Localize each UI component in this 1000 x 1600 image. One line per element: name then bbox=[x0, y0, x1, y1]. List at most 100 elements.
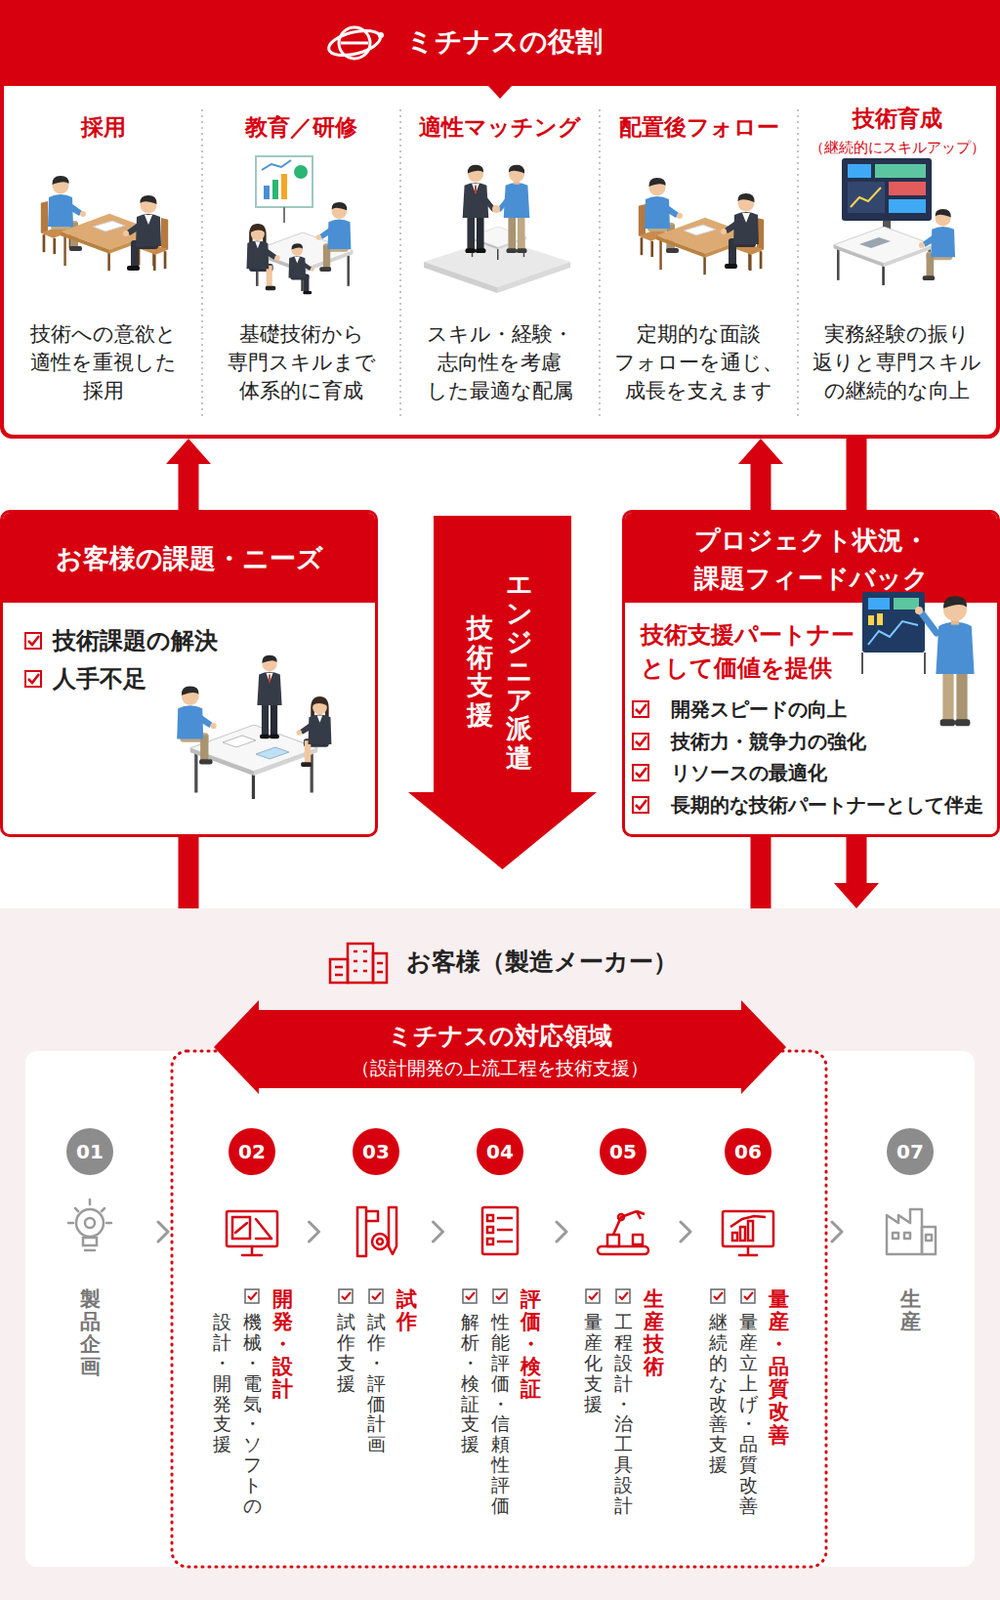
arrow-label-slot: 技術支援 bbox=[466, 613, 494, 730]
step-number: 01 bbox=[66, 1127, 114, 1175]
arrow-fill bbox=[213, 1000, 787, 1094]
step-heading: 生産 bbox=[900, 1288, 921, 1334]
step-heading: 生産技術 bbox=[643, 1288, 665, 1378]
connector-arrow bbox=[833, 836, 879, 909]
check-item: 長期的な技術パートナーとして伴走 bbox=[670, 792, 994, 817]
column-body: 技術への意欲と 適性を重視した 採用 bbox=[14, 320, 192, 406]
process-step: 04 評価・検証性能評価・信頼性評価解析・検証支援 bbox=[455, 1123, 545, 1563]
process-step: 03 試作試作・評価計画試作支援 bbox=[331, 1123, 421, 1563]
step-item-slot: 性能評価・信頼性評価 bbox=[491, 1311, 510, 1516]
step-heading-slot: 製品企画 bbox=[80, 1288, 101, 1378]
process-step: 01 製品企画 bbox=[60, 1123, 120, 1563]
column-subheading: （継続的にスキルアップ） bbox=[797, 138, 997, 157]
step-item-slot: 試作・評価計画 bbox=[367, 1311, 386, 1455]
step-item: 工程設計・治工具設計 bbox=[614, 1311, 633, 1516]
feedback-box: プロジェクト状況・ 課題フィードバック技術支援パートナー として価値を提供開発ス… bbox=[622, 509, 1000, 837]
role-column: 適性マッチングスキル・経験・ 志向性を考慮 した最適な配属 bbox=[400, 97, 599, 430]
role-panel: ミチナスの役割採用技術への意欲と 適性を重視した 採用教育／研修基礎技術から 専… bbox=[0, 0, 1000, 439]
check-item: リソースの最適化 bbox=[670, 760, 994, 785]
step-number-slot: 06 bbox=[724, 1127, 772, 1175]
connector-arrow bbox=[846, 438, 868, 510]
box-header-slot: プロジェクト状況・ 課題フィードバック bbox=[625, 521, 998, 598]
column-heading-slot: 採用 bbox=[3, 114, 203, 142]
arrow-label-slot: エンジニア派遣 bbox=[505, 569, 533, 773]
check-item-slot: 技術課題の解決 bbox=[52, 626, 346, 656]
column-heading: 教育／研修 bbox=[202, 114, 401, 142]
column-heading: 配置後フォロー bbox=[599, 114, 798, 142]
step-number: 02 bbox=[228, 1127, 276, 1175]
step-item-slot: 継続的な改善支援 bbox=[708, 1311, 728, 1475]
step-number: 07 bbox=[886, 1127, 934, 1175]
connector-arrow bbox=[166, 438, 211, 510]
column-body-slot: 技術への意欲と 適性を重視した 採用 bbox=[14, 320, 192, 406]
scope-subtitle: （設計開発の上流工程を技術支援） bbox=[258, 1056, 742, 1080]
band-title-slot: お客様（製造メーカー） bbox=[406, 947, 719, 977]
step-number-slot: 03 bbox=[352, 1127, 400, 1175]
column-heading-slot: 教育／研修 bbox=[202, 114, 401, 142]
step-number-slot: 07 bbox=[886, 1127, 934, 1175]
needs-box: お客様の課題・ニーズ技術課題の解決人手不足 bbox=[0, 509, 378, 837]
panel-title-slot: ミチナスの役割 bbox=[406, 25, 641, 59]
column-body: 実務経験の振り 返りと専門スキル の継続的な向上 bbox=[808, 320, 986, 406]
step-heading: 製品企画 bbox=[80, 1288, 101, 1378]
step-heading: 評価・検証 bbox=[520, 1288, 542, 1401]
step-item: 試作・評価計画 bbox=[367, 1311, 386, 1455]
column-body-slot: 基礎技術から 専門スキルまで 体系的に育成 bbox=[212, 320, 390, 406]
role-column: 教育／研修基礎技術から 専門スキルまで 体系的に育成 bbox=[202, 97, 401, 430]
connector-arrow bbox=[750, 836, 772, 909]
column-heading: 適性マッチング bbox=[400, 114, 599, 142]
column-body: 定期的な面談 フォローを通じ、 成長を支えます bbox=[610, 320, 788, 406]
column-heading: 技術育成 bbox=[797, 105, 997, 133]
box-header: お客様の課題・ニーズ bbox=[2, 542, 375, 575]
column-heading-slot: 適性マッチング bbox=[400, 114, 599, 142]
column-subheading-slot: （継続的にスキルアップ） bbox=[797, 138, 997, 157]
check-item-slot: 長期的な技術パートナーとして伴走 bbox=[670, 792, 994, 817]
check-item: 技術力・競争力の強化 bbox=[670, 729, 994, 753]
column-body: 基礎技術から 専門スキルまで 体系的に育成 bbox=[212, 320, 390, 406]
step-number: 05 bbox=[599, 1127, 647, 1175]
value-heading-slot: 技術支援パートナー として価値を提供 bbox=[640, 618, 875, 685]
check-item: 技術課題の解決 bbox=[52, 626, 346, 656]
check-item-slot: 人手不足 bbox=[52, 665, 346, 694]
step-heading-slot: 量産・品質改善 bbox=[768, 1288, 790, 1447]
role-column: 採用技術への意欲と 適性を重視した 採用 bbox=[3, 97, 203, 430]
step-item: 量産化支援 bbox=[583, 1311, 603, 1414]
check-item-slot: リソースの最適化 bbox=[670, 760, 994, 785]
step-heading-slot: 開発・設計 bbox=[272, 1288, 293, 1401]
scope-arrow: ミチナスの対応領域 （設計開発の上流工程を技術支援） bbox=[213, 1000, 787, 1094]
process-step: 07 生産 bbox=[880, 1123, 940, 1563]
step-number: 03 bbox=[352, 1127, 400, 1175]
column-body-slot: スキル・経験・ 志向性を考慮 した最適な配属 bbox=[411, 320, 588, 406]
step-item: 機械・電気・ソフトの 設計・開発支援 bbox=[212, 1311, 262, 1519]
check-item: 人手不足 bbox=[52, 665, 346, 694]
step-item: 性能評価・信頼性評価 bbox=[491, 1311, 510, 1516]
column-heading-slot: 技術育成 bbox=[797, 105, 997, 133]
connector-arrow bbox=[178, 836, 200, 909]
step-heading: 量産・品質改善 bbox=[768, 1288, 790, 1447]
step-item-slot: 工程設計・治工具設計 bbox=[614, 1311, 633, 1516]
customer-band: お客様（製造メーカー） ミチナスの対応領域 （設計開発の上流工程を技術支援） 01 製品… bbox=[0, 908, 1000, 1600]
step-item: 試作支援 bbox=[336, 1311, 356, 1394]
scope-subtitle-slot: （設計開発の上流工程を技術支援） bbox=[258, 1056, 742, 1080]
step-heading-slot: 試作 bbox=[396, 1288, 417, 1334]
step-item: 解析・検証支援 bbox=[460, 1311, 480, 1455]
step-item-slot: 機械・電気・ソフトの 設計・開発支援 bbox=[212, 1311, 262, 1519]
step-heading: 試作 bbox=[396, 1288, 417, 1334]
arrow-shape bbox=[408, 515, 597, 870]
check-item-slot: 技術力・競争力の強化 bbox=[670, 729, 994, 753]
dispatch-arrow: エンジニア派遣技術支援 bbox=[408, 515, 597, 870]
step-heading: 開発・設計 bbox=[272, 1288, 293, 1401]
step-number-slot: 04 bbox=[476, 1127, 524, 1175]
box-header: プロジェクト状況・ 課題フィードバック bbox=[625, 521, 998, 598]
panel-title: ミチナスの役割 bbox=[406, 25, 641, 59]
step-item-slot: 試作支援 bbox=[336, 1311, 356, 1394]
step-item: 継続的な改善支援 bbox=[708, 1311, 728, 1475]
column-body-slot: 定期的な面談 フォローを通じ、 成長を支えます bbox=[610, 320, 788, 406]
box-header-slot: お客様の課題・ニーズ bbox=[2, 542, 375, 575]
step-number-slot: 05 bbox=[599, 1127, 647, 1175]
check-item: 開発スピードの向上 bbox=[670, 697, 994, 721]
step-item-slot: 解析・検証支援 bbox=[460, 1311, 480, 1455]
scope-title: ミチナスの対応領域 bbox=[258, 1021, 742, 1051]
step-number-slot: 02 bbox=[228, 1127, 276, 1175]
step-heading-slot: 生産 bbox=[900, 1288, 921, 1334]
